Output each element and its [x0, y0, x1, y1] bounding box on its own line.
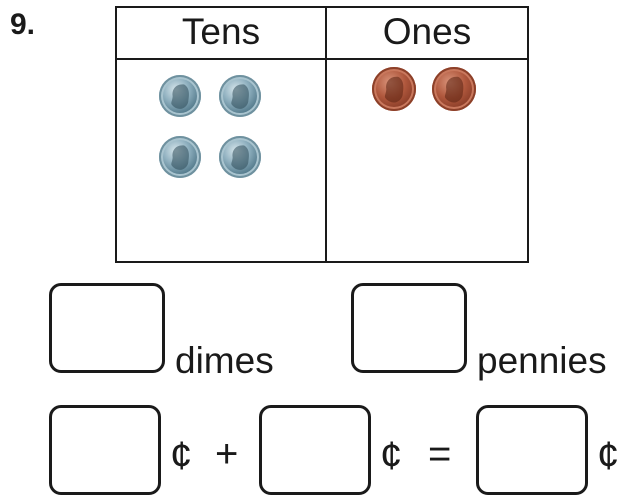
cent-symbol: ¢ [170, 434, 193, 478]
second-cents-box[interactable] [259, 405, 371, 495]
dimes-answer-box[interactable] [49, 283, 165, 373]
first-cents-box[interactable] [49, 405, 161, 495]
plus-sign: + [215, 432, 239, 476]
dime-coin [219, 75, 261, 117]
cent-symbol: ¢ [380, 434, 403, 478]
dime-coin [219, 136, 261, 178]
penny-coin [432, 67, 476, 111]
column-divider [325, 8, 327, 261]
chart-header-row [117, 8, 527, 60]
cent-symbol: ¢ [597, 434, 620, 478]
dimes-label: dimes [175, 340, 274, 381]
ones-header: Ones [382, 11, 472, 52]
place-value-chart: Tens Ones [115, 6, 529, 263]
penny-coin [372, 67, 416, 111]
equals-sign: = [428, 432, 452, 476]
pennies-answer-box[interactable] [351, 283, 467, 373]
tens-header: Tens [181, 11, 261, 52]
problem-number: 9. [10, 8, 36, 41]
dime-coin [159, 136, 201, 178]
total-cents-box[interactable] [476, 405, 588, 495]
pennies-label: pennies [477, 340, 607, 381]
dime-coin [159, 75, 201, 117]
